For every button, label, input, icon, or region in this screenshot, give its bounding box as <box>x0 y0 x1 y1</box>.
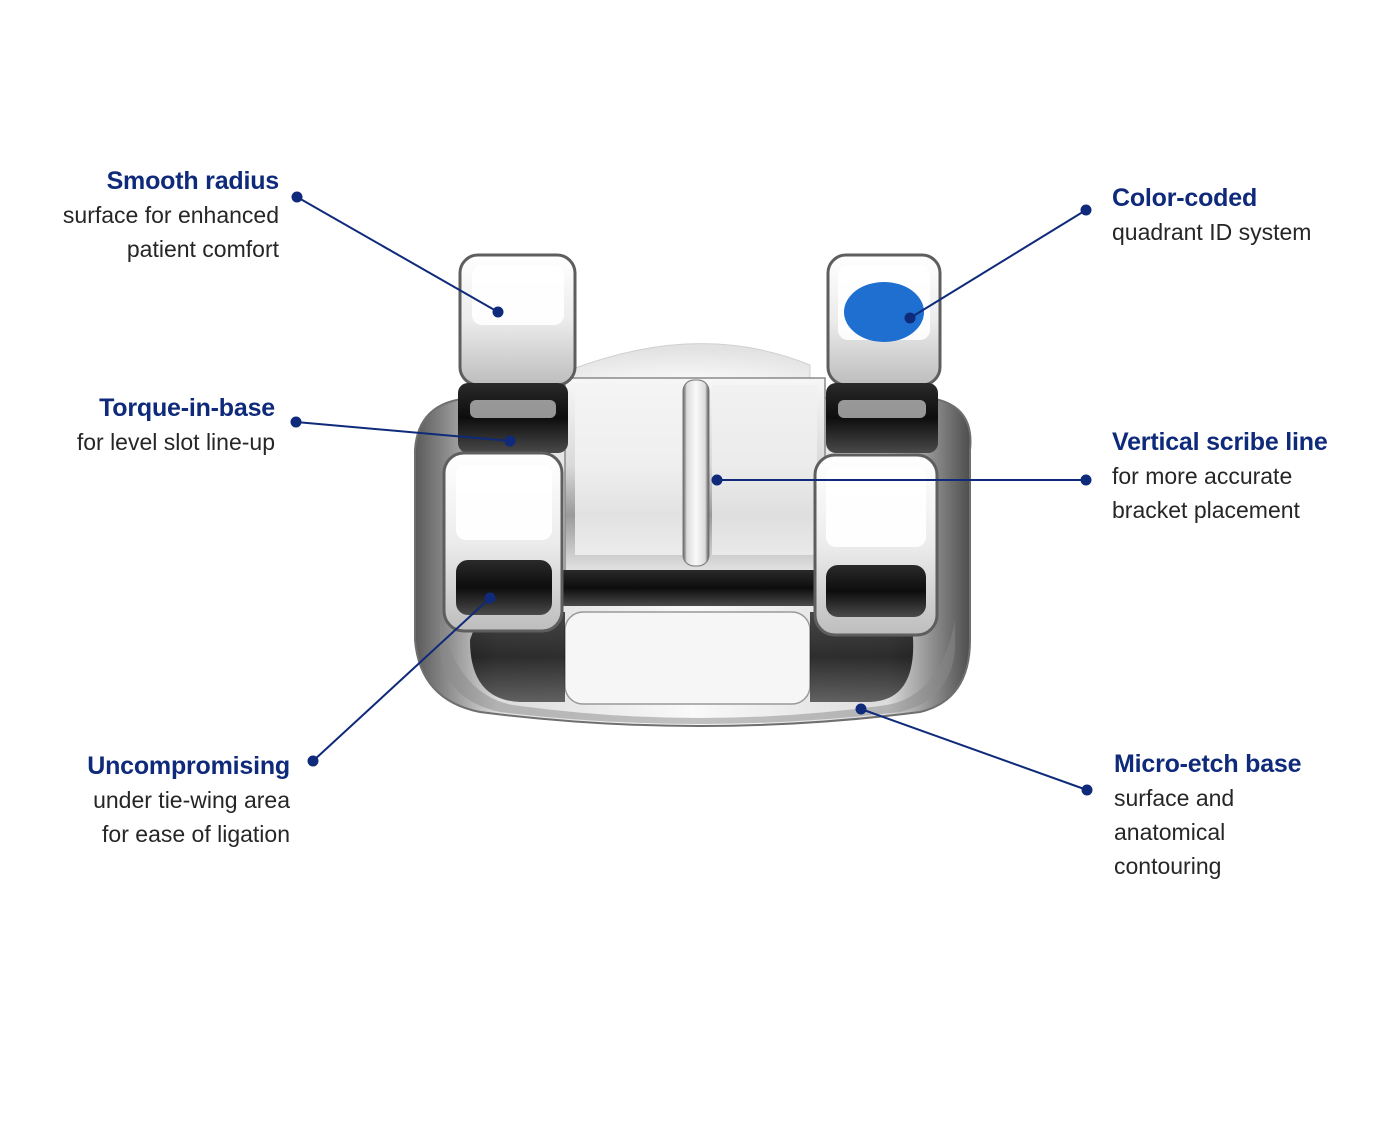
leader-line-uncompromising <box>312 597 491 762</box>
leader-dot-uncompromising-start <box>307 755 319 767</box>
callout-desc: for ease of ligation <box>102 821 290 847</box>
callout-desc: surface and <box>1114 785 1235 811</box>
callout-uncompromising: Uncompromising under tie-wing area for e… <box>87 749 290 851</box>
scribe-line <box>682 379 710 567</box>
callout-desc: bracket placement <box>1112 497 1300 523</box>
leader-dot-color-coded-start <box>1080 204 1092 216</box>
callout-desc: patient comfort <box>126 236 279 262</box>
callout-desc: under tie-wing area <box>93 787 290 813</box>
callout-desc: surface for enhanced <box>62 202 279 228</box>
callout-vertical-scribe-line: Vertical scribe line for more accurate b… <box>1112 425 1328 527</box>
callout-smooth-radius: Smooth radius surface for enhanced patie… <box>63 164 279 266</box>
leader-dot-vertical-scribe-line-start <box>1080 474 1092 486</box>
leader-dot-uncompromising-end <box>484 592 496 604</box>
callout-torque-in-base: Torque-in-base for level slot line-up <box>77 391 275 459</box>
callout-desc: for more accurate <box>1112 463 1293 489</box>
leader-line-micro-etch-base <box>860 708 1088 791</box>
color-id-dot <box>844 282 924 342</box>
callout-title: Smooth radius <box>106 167 280 195</box>
callout-desc: anatomical <box>1114 819 1226 845</box>
leader-line-smooth-radius <box>296 196 499 313</box>
callout-micro-etch-base: Micro-etch base surface and anatomical c… <box>1114 747 1302 883</box>
callout-title: Uncompromising <box>87 752 290 780</box>
leader-dot-smooth-radius-end <box>492 306 504 318</box>
leader-line-torque-in-base <box>295 421 511 442</box>
callout-desc: contouring <box>1114 853 1222 879</box>
callout-color-coded: Color-coded quadrant ID system <box>1112 181 1311 249</box>
callout-title: Micro-etch base <box>1114 750 1302 778</box>
leader-dot-smooth-radius-start <box>291 191 303 203</box>
leader-dot-torque-in-base-start <box>290 416 302 428</box>
leader-dot-micro-etch-base-start <box>1081 784 1093 796</box>
leader-dot-vertical-scribe-line-end <box>711 474 723 486</box>
leader-dot-micro-etch-base-end <box>855 703 867 715</box>
callout-title: Color-coded <box>1112 184 1258 212</box>
callout-title: Vertical scribe line <box>1112 428 1328 456</box>
callout-desc: quadrant ID system <box>1112 219 1312 245</box>
leader-line-color-coded <box>909 209 1087 319</box>
leader-dot-torque-in-base-end <box>504 435 516 447</box>
callout-title: Torque-in-base <box>99 394 275 422</box>
leader-dot-color-coded-end <box>904 312 916 324</box>
callout-desc: for level slot line-up <box>76 429 275 455</box>
